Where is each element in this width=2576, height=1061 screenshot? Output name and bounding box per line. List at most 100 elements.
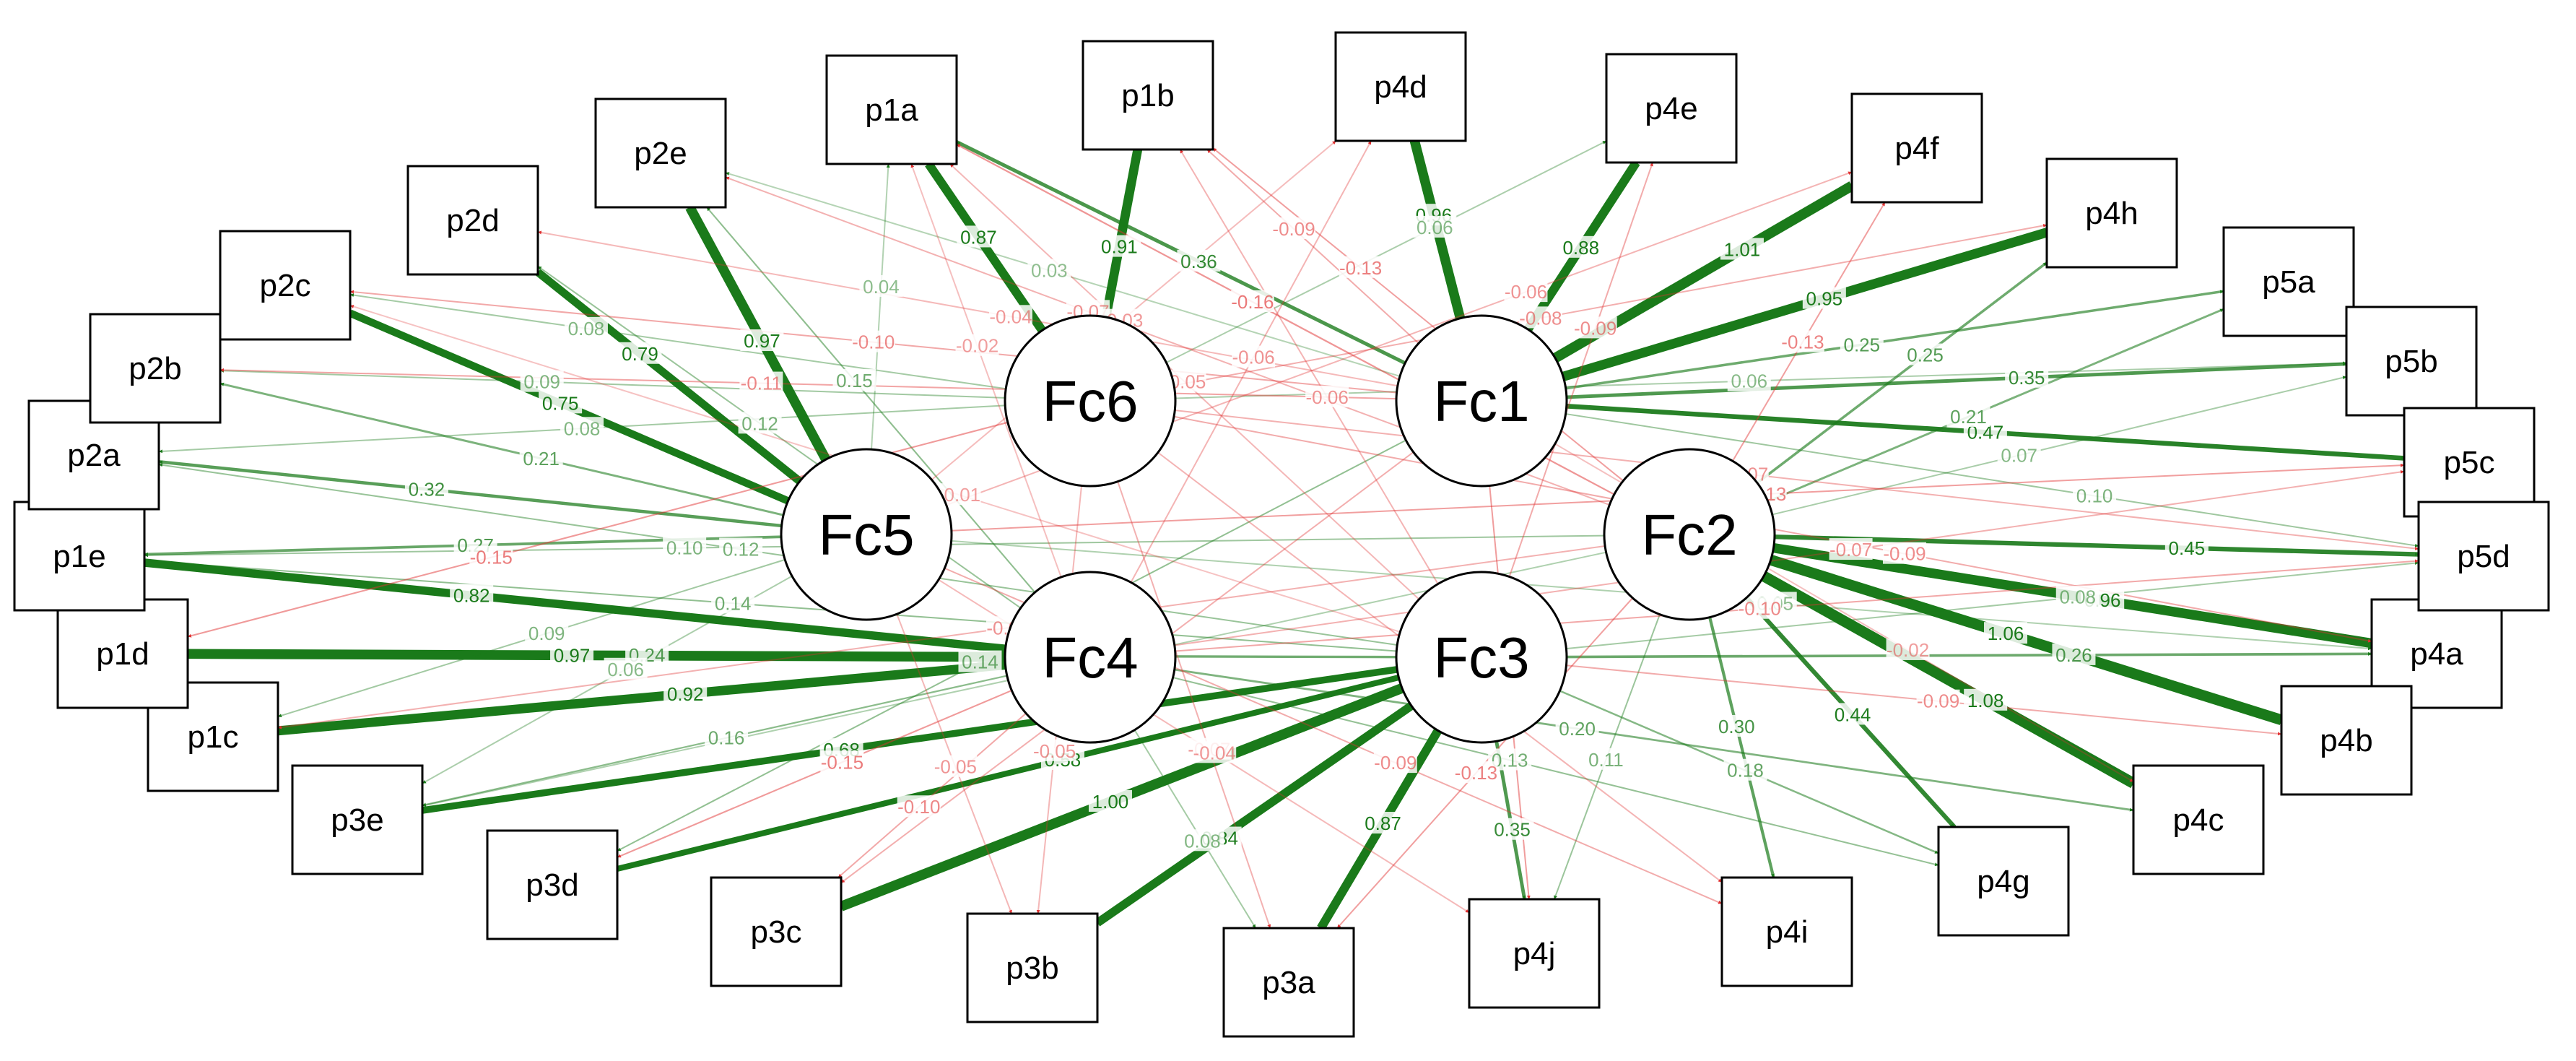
variable-box	[2417, 501, 2550, 612]
edge-label-bg	[958, 650, 1002, 672]
edge-label: 0.16	[708, 727, 745, 749]
edge-label: 0.06	[1417, 217, 1453, 238]
edge-label: -0.16	[1231, 291, 1274, 313]
factor-node-fc6: Fc6	[1004, 314, 1177, 488]
factor-label: Fc4	[1042, 625, 1138, 690]
edge-label: 0.97	[744, 330, 780, 352]
variable-node-p2b: p2b	[89, 313, 222, 424]
variable-label: p4i	[1766, 914, 1809, 950]
edge-label: -0.09	[1917, 690, 1959, 712]
edge-fc2-p4i	[1708, 617, 1775, 878]
edge-label: 0.91	[1101, 236, 1138, 258]
variable-node-p2c: p2c	[219, 230, 352, 341]
edge-label: -0.13	[1339, 257, 1382, 279]
variable-box	[486, 829, 619, 940]
edge-label-bg	[404, 477, 448, 500]
edge-fc3-p1b	[1179, 149, 1439, 585]
edge-label-bg	[1738, 597, 1782, 619]
edge-label-bg	[1518, 306, 1562, 329]
edge-label: 0.36	[1180, 251, 1217, 272]
variable-node-p1e: p1e	[13, 501, 146, 612]
edge-fc6-p1b	[1101, 148, 1143, 319]
edge-label-bg	[2073, 484, 2117, 506]
edge-label: -0.09	[1374, 752, 1417, 774]
edge-label: -0.04	[989, 306, 1032, 327]
edge-label: -0.02	[1887, 639, 1929, 661]
edge-label-bg	[1946, 405, 1990, 428]
edge-label: 0.18	[1727, 760, 1764, 781]
edge-label: -0.08	[1519, 307, 1562, 329]
variable-node-p3b: p3b	[966, 912, 1099, 1023]
edge-label-bg	[1727, 369, 1771, 391]
variable-node-p1b: p1b	[1082, 40, 1214, 151]
variable-box	[1222, 927, 1355, 1038]
edge-label: -0.02	[956, 335, 998, 357]
variable-node-p4j: p4j	[1468, 898, 1601, 1009]
variable-box	[710, 876, 843, 987]
edge-label: 1.08	[1967, 690, 2004, 711]
edge-label-bg	[1361, 812, 1405, 834]
edge-label: -0.10	[1739, 598, 1781, 620]
edge-label-bg	[1027, 259, 1071, 281]
edge-label: -0.04	[1193, 742, 1236, 763]
edge-fc5-p2a	[158, 460, 782, 528]
variable-node-p4e: p4e	[1605, 53, 1738, 164]
factor-node-fc1: Fc1	[1395, 314, 1568, 488]
edge-label-bg	[450, 584, 494, 606]
edge-label: 0.87	[960, 226, 997, 248]
edge-label: 0.09	[528, 623, 565, 644]
edge-fc3-p1d	[187, 651, 1397, 659]
variable-box	[1334, 31, 1467, 142]
edge-label-bg	[560, 417, 604, 439]
variable-node-p1d: p1d	[56, 598, 189, 709]
variable-node-p1a: p1a	[825, 54, 958, 165]
variable-node-p4h: p4h	[2045, 157, 2178, 269]
edge-fc5-p2b	[219, 382, 784, 516]
edge-fc5-p2d	[535, 269, 803, 485]
edge-label-bg	[719, 537, 763, 560]
factor-circle	[1004, 314, 1177, 488]
variable-label: p4a	[2410, 636, 2463, 672]
variable-box	[1468, 898, 1601, 1009]
variable-box	[2345, 306, 2478, 417]
edge-fc6-p3a	[1117, 481, 1271, 929]
edge-label: -0.09	[1883, 543, 1926, 565]
variable-box	[594, 98, 727, 209]
variable-label: p1a	[865, 92, 918, 128]
edge-label-bg	[519, 446, 563, 469]
edge-label-bg	[705, 726, 749, 748]
variable-box	[1850, 92, 1983, 204]
edge-label: 0.15	[836, 370, 873, 391]
edge-label-bg	[539, 391, 583, 414]
edge-label: -0.06	[1505, 281, 1547, 303]
edge-label: 0.12	[723, 539, 760, 560]
edge-label-bg	[1802, 287, 1846, 309]
edge-label-bg	[859, 274, 903, 297]
edge-label: 0.45	[2169, 537, 2206, 559]
variable-box	[1082, 40, 1214, 151]
edge-label-bg	[1903, 343, 1947, 365]
variable-label: p4c	[2173, 802, 2224, 838]
variable-box	[1720, 876, 1853, 987]
variable-box	[13, 501, 146, 612]
factor-circle	[1004, 571, 1177, 744]
edge-label-bg	[1829, 538, 1873, 560]
edge-label-bg	[1720, 238, 1764, 260]
edge-label: 0.08	[564, 417, 601, 439]
edge-label-bg	[1230, 290, 1274, 312]
edge-label-bg	[2052, 643, 2096, 665]
edge-label-bg	[1193, 741, 1237, 763]
variable-box	[1605, 53, 1738, 164]
edge-label-bg	[897, 795, 941, 818]
variable-label: p3a	[1262, 965, 1315, 1000]
edge-label-bg	[2164, 536, 2209, 558]
edge-fc2-p4h	[1756, 261, 2048, 484]
edge-label: 0.30	[1718, 716, 1755, 737]
edge-label-bg	[1840, 333, 1884, 355]
edge-label: 1.06	[1988, 623, 2024, 644]
variable-box	[966, 912, 1099, 1023]
edge-label: 0.88	[1562, 237, 1599, 259]
edge-fc2-p5a	[1767, 308, 2224, 503]
variable-label: p2b	[129, 351, 181, 386]
